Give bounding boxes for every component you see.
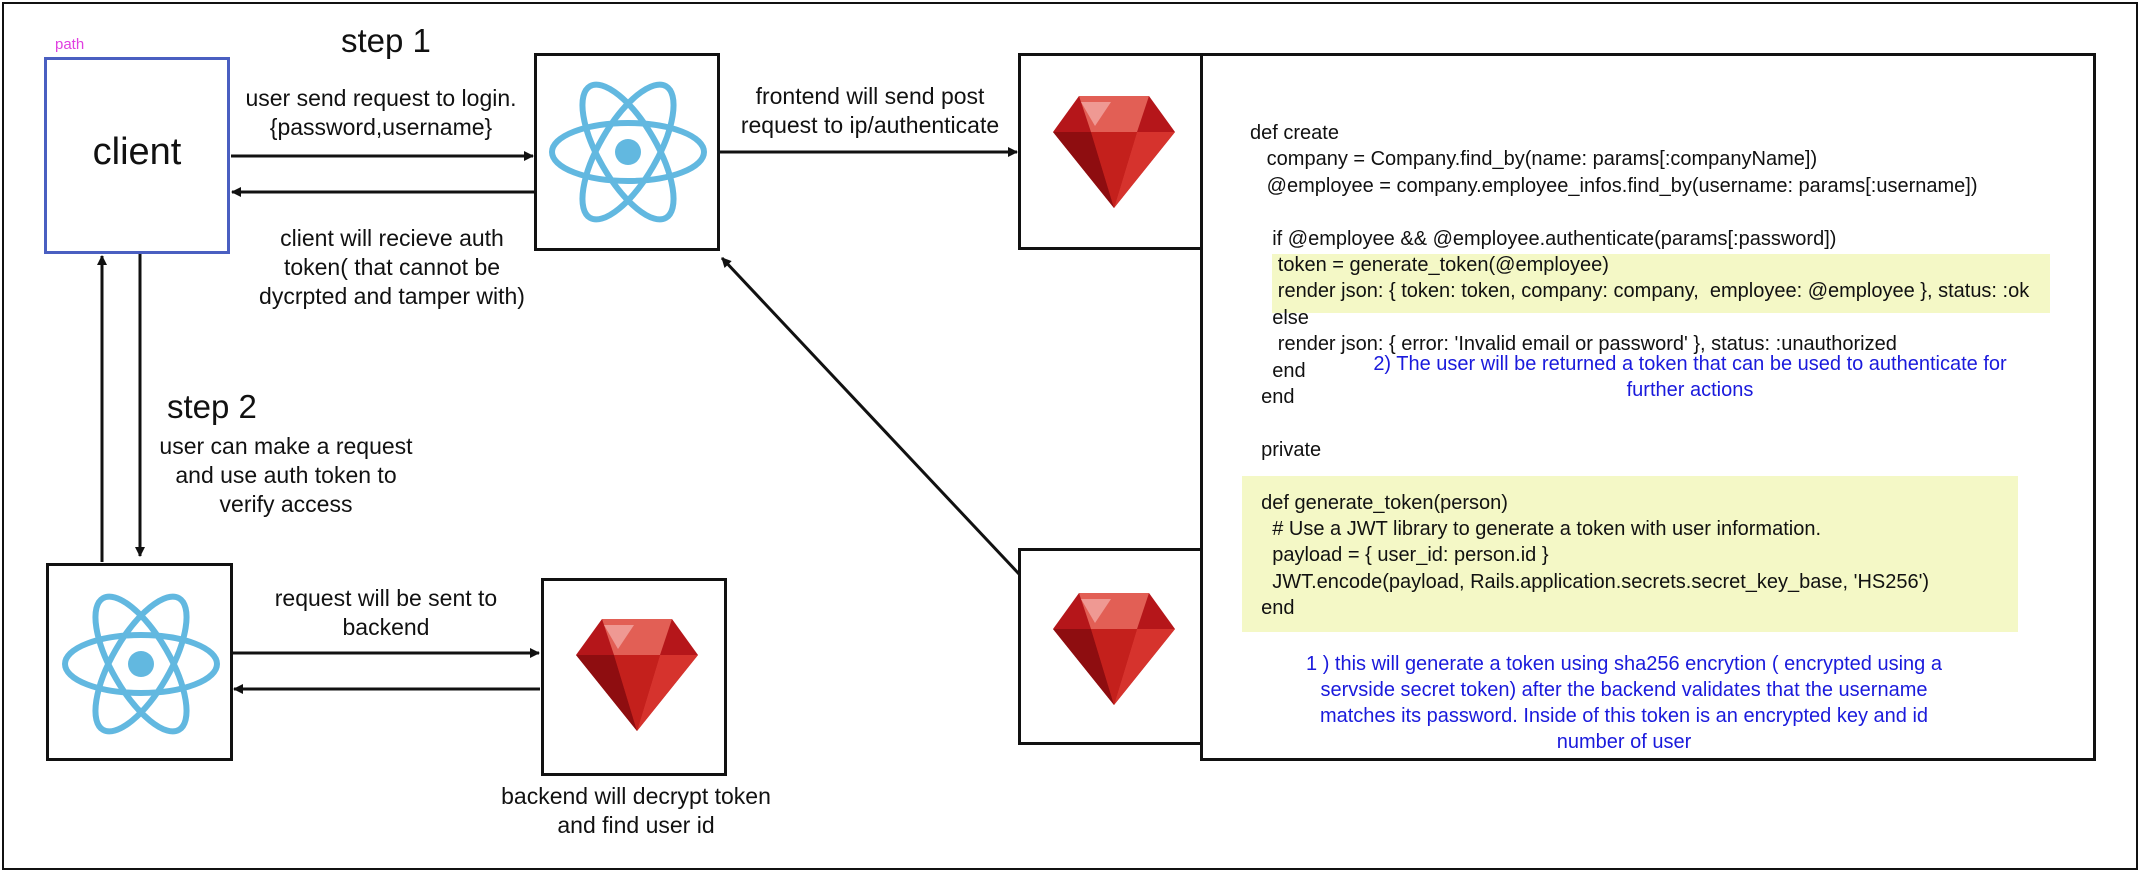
step2-line-2: and use auth token to	[175, 462, 397, 488]
frontend-box-bottom	[46, 563, 233, 761]
code-line: if @employee && @employee.authenticate(p…	[1250, 227, 1837, 250]
frontend-post-line-1: frontend will send post	[755, 83, 985, 109]
code-line: render json: { token: token, company: co…	[1250, 280, 2030, 303]
note-token-returned-line-2: further actions	[1626, 379, 1754, 401]
path-tag: path	[55, 36, 85, 53]
note-token-generation-line-4: number of user	[1556, 731, 1692, 753]
step2-line-1: user can make a request	[159, 433, 413, 459]
ruby-gem-icon	[1053, 96, 1175, 208]
arrow-backend-to-frontend	[720, 256, 1021, 576]
react-logo-icon	[62, 593, 220, 735]
note-token-returned-line-1: 2) The user will be returned a token tha…	[1373, 353, 2007, 375]
step2-line-3: verify access	[219, 491, 353, 517]
code-line: JWT.encode(payload, Rails.application.se…	[1250, 570, 1930, 593]
note-token-generation-line-1: 1 ) this will generate a token using sha…	[1306, 653, 1942, 675]
request-sent-line-1: request will be sent to	[274, 585, 498, 611]
note-token-generation-line-3: matches its password. Inside of this tok…	[1319, 705, 1929, 727]
backend-box-top	[1018, 53, 1204, 250]
ruby-gem-icon	[576, 619, 698, 731]
frontend-box-top	[534, 53, 720, 251]
backend-decrypt-label: backend will decrypt token and find user…	[480, 782, 792, 840]
login-request-line-1: user send request to login.	[245, 85, 517, 111]
frontend-post-label: frontend will send post request to ip/au…	[724, 82, 1016, 140]
code-line: end	[1250, 386, 1295, 408]
code-line: company = Company.find_by(name: params[:…	[1250, 148, 1818, 171]
code-panel	[1200, 53, 2096, 761]
step2-label: user can make a request and use auth tok…	[150, 432, 422, 519]
react-logo-icon	[549, 81, 707, 223]
code-highlight-token	[1272, 254, 2050, 313]
code-line: # Use a JWT library to generate a token …	[1250, 518, 1821, 540]
request-sent-label: request will be sent to backend	[250, 584, 522, 642]
client-box: client	[44, 57, 230, 254]
backend-box-bottom	[541, 578, 727, 776]
step2-title: step 2	[167, 388, 257, 425]
code-highlight-generate-token	[1242, 476, 2018, 632]
backend-decrypt-line-2: and find user id	[557, 812, 715, 838]
step1-title: step 1	[341, 22, 431, 59]
code-line: end	[1250, 597, 1295, 620]
client-label: client	[92, 131, 182, 173]
backend-box-mid	[1018, 548, 1204, 745]
login-request-line-2: {password,username}	[269, 114, 493, 140]
code-line: payload = { user_id: person.id }	[1250, 544, 1549, 567]
note-token-returned: 2) The user will be returned a token tha…	[1300, 351, 2080, 403]
code-line: else	[1250, 306, 1309, 329]
code-line: @employee = company.employee_infos.find_…	[1250, 174, 1978, 197]
token-receive-line-3: dycrpted and tamper with)	[259, 283, 525, 309]
note-token-generation-line-2: servside secret token) after the backend…	[1320, 679, 1928, 701]
code-line: render json: { error: 'Invalid email or …	[1250, 333, 1897, 356]
code-line: end	[1250, 359, 1306, 382]
note-token-generation: 1 ) this will generate a token using sha…	[1262, 651, 1986, 755]
backend-decrypt-line-1: backend will decrypt token	[501, 783, 771, 809]
token-receive-line-1: client will recieve auth	[280, 225, 504, 251]
token-receive-line-2: token( that cannot be	[283, 254, 501, 280]
code-line: token = generate_token(@employee)	[1250, 254, 1609, 276]
request-sent-line-2: backend	[342, 614, 430, 640]
frontend-post-line-2: request to ip/authenticate	[740, 112, 1000, 138]
code-line: private	[1250, 438, 1322, 461]
login-request-label: user send request to login. {password,us…	[240, 84, 522, 142]
code-line: def create	[1250, 122, 1339, 144]
code-line: def generate_token(person)	[1250, 491, 1508, 514]
ruby-gem-icon	[1053, 593, 1175, 705]
token-receive-label: client will recieve auth token( that can…	[258, 224, 526, 311]
